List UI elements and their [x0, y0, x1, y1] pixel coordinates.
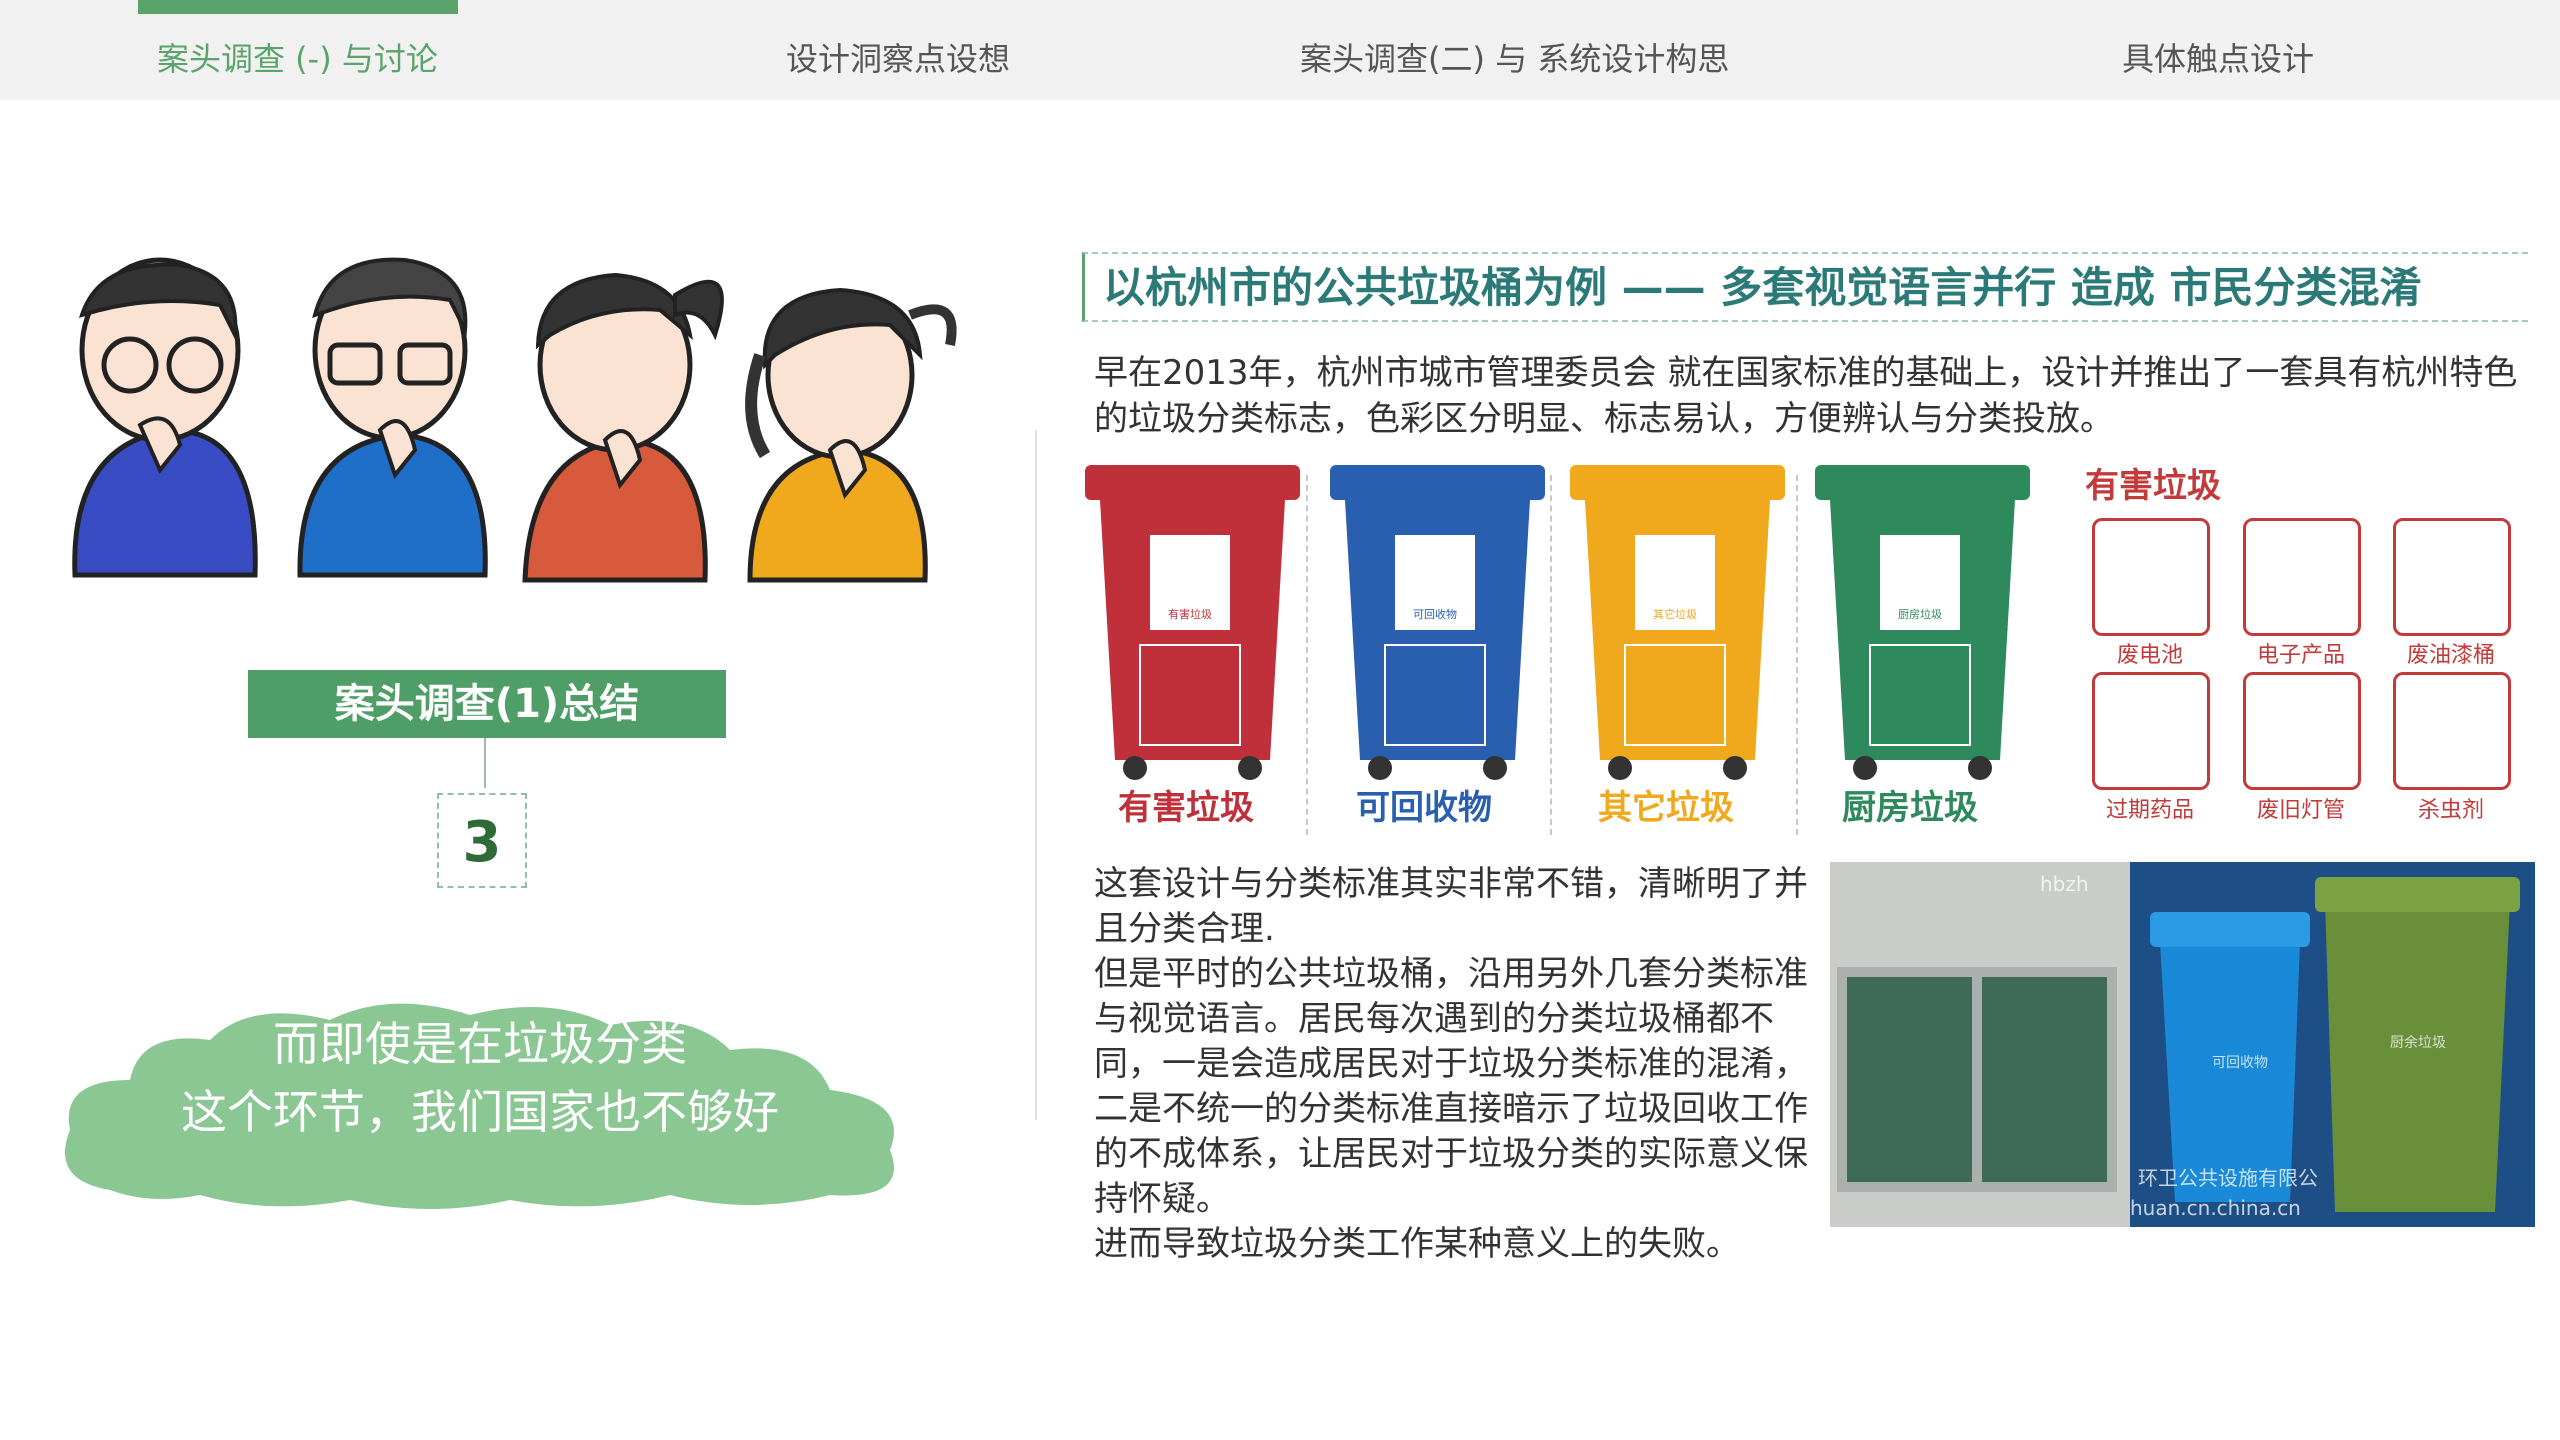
tab-touchpoint-design[interactable]: 具体触点设计: [2122, 40, 2315, 78]
photo-bin1-label: 可回收物: [2212, 1055, 2268, 1071]
summary-number: 3: [437, 793, 527, 888]
cloud-line-1: 而即使是在垃圾分类: [273, 1017, 687, 1071]
lamp-icon: [2243, 672, 2361, 790]
bin-harmful-sign: 有害垃圾: [1168, 607, 1212, 621]
person-1-illustration: [72, 257, 258, 578]
cloud-caption: 而即使是在垃圾分类 这个环节，我们国家也不够好: [50, 1010, 910, 1146]
bin-separator: [1796, 475, 1800, 835]
tab-design-insights[interactable]: 设计洞察点设想: [786, 40, 1011, 78]
column-divider: [1035, 430, 1037, 1120]
cloud-shape: [65, 1003, 894, 1209]
connector-line: [484, 738, 486, 788]
summary-title-banner: 案头调查(1)总结: [248, 670, 726, 738]
person-4-illustration: [745, 287, 957, 583]
harmful-item-label: 废电池: [2116, 643, 2183, 668]
analysis-paragraph-1: 这套设计与分类标准其实非常不错，清晰明了并且分类合理.: [1094, 864, 1808, 949]
photo-watermark-company: 环卫公共设施有限公: [2138, 1166, 2318, 1190]
top-nav: 案头调查 (-) 与讨论 设计洞察点设想 案头调查(二) 与 系统设计构思 具体…: [0, 0, 2560, 100]
bin-label-recyclable: 可回收物: [1356, 788, 1492, 828]
bin-recyclable: 可回收物: [1330, 465, 1545, 780]
photo-watermark-top: hbzh: [2040, 872, 2089, 896]
person-2-illustration: [297, 257, 488, 578]
bin-label-harmful: 有害垃圾: [1118, 788, 1254, 828]
cloud-line-2: 这个环节，我们国家也不够好: [181, 1085, 779, 1139]
bin-label-other: 其它垃圾: [1598, 788, 1734, 828]
active-tab-indicator: [138, 0, 458, 14]
thinking-people-illustration: [72, 257, 957, 583]
battery-icon: [2092, 518, 2210, 636]
bin-other-sign: 其它垃圾: [1653, 607, 1697, 621]
bin-label-kitchen: 厨房垃圾: [1842, 788, 1978, 828]
bin-separator: [1550, 475, 1554, 835]
photo-bin2-label: 厨余垃圾: [2390, 1035, 2446, 1051]
public-bins-photo: hbzh 环卫公共设施有限公 huan.cn.china.cn 可回收物 厨余垃…: [1830, 862, 2535, 1227]
harmful-item-label: 废油漆桶: [2406, 643, 2495, 668]
analysis-text: 这套设计与分类标准其实非常不错，清晰明了并且分类合理. 但是平时的公共垃圾桶，沿…: [1094, 862, 1814, 1267]
bin-separator: [1306, 475, 1310, 835]
tab-desk-research-2[interactable]: 案头调查(二) 与 系统设计构思: [1300, 40, 1730, 78]
bin-harmful: 有害垃圾: [1085, 465, 1300, 780]
photo-watermark-url: huan.cn.china.cn: [2130, 1196, 2301, 1220]
bin-other: 其它垃圾: [1570, 465, 1785, 780]
section-heading: 以杭州市的公共垃圾桶为例 —— 多套视觉语言并行 造成 市民分类混淆: [1103, 263, 2422, 312]
paint-bucket-icon: [2393, 518, 2511, 636]
bin-kitchen-sign: 厨房垃圾: [1898, 607, 1942, 621]
hangzhou-bins-illustration: 有害垃圾 可回收物 其它垃圾 厨房垃圾: [1085, 465, 2030, 780]
medicine-icon: [2092, 672, 2210, 790]
harmful-item-label: 杀虫剂: [2417, 798, 2484, 823]
harmful-item-label: 过期药品: [2105, 798, 2194, 823]
tab-desk-research-1[interactable]: 案头调查 (-) 与讨论: [157, 40, 438, 78]
harmful-item-label: 废旧灯管: [2256, 798, 2345, 823]
intro-paragraph: 早在2013年，杭州市城市管理委员会 就在国家标准的基础上，设计并推出了一套具有…: [1094, 353, 2518, 439]
spray-can-icon: [2393, 672, 2511, 790]
harmful-waste-title: 有害垃圾: [2085, 466, 2221, 506]
analysis-paragraph-2: 但是平时的公共垃圾桶，沿用另外几套分类标准与视觉语言。居民每次遇到的分类垃圾桶都…: [1094, 954, 1808, 1219]
heading-bar: [1082, 252, 2528, 322]
person-3-illustration: [522, 272, 724, 583]
phone-icon: [2243, 518, 2361, 636]
bin-kitchen: 厨房垃圾: [1815, 465, 2030, 780]
analysis-paragraph-3: 进而导致垃圾分类工作某种意义上的失败。: [1094, 1224, 1740, 1264]
bin-recyclable-sign: 可回收物: [1413, 607, 1457, 621]
harmful-item-label: 电子产品: [2256, 643, 2345, 668]
public-bins-photo-drawing: [1830, 862, 2535, 1227]
